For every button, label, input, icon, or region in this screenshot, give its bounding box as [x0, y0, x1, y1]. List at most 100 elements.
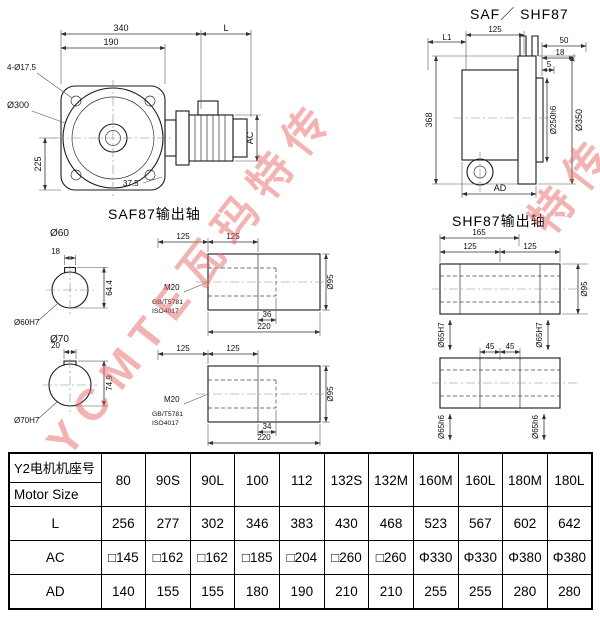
- col-header-132s: 132S: [323, 452, 370, 507]
- col-header-90l: 90L: [189, 452, 236, 507]
- dim-d70-label: Ø70: [50, 334, 69, 345]
- shf-shaft-views: 165 125 125 Ø95 Ø65H7 Ø65H7: [432, 228, 590, 441]
- cell-ac-90l: □162: [189, 540, 236, 575]
- dim-d60-label: Ø60: [50, 228, 69, 239]
- dim-18-label: 18: [556, 48, 565, 57]
- dim-d95-label-shf: Ø95: [580, 281, 589, 297]
- cell-ac-160m: Φ330: [412, 540, 459, 575]
- saf-shaft-sections: Ø60 18 64.4 Ø60H7 Ø70 20: [14, 228, 114, 425]
- dim-45b-label: 45: [506, 342, 515, 351]
- motor-size-table: Y2电机机座号 Motor Size 80 90S 90L 100 112 13…: [8, 452, 593, 610]
- dim-64-4-label: 64.4: [105, 280, 114, 296]
- bore-left-label: Ø65H7: [437, 322, 446, 348]
- shaft-right-label: Ø65h6: [531, 414, 540, 439]
- dim-d95-label-2: Ø95: [326, 386, 335, 402]
- dim-190-label: 190: [103, 37, 118, 47]
- bore-d70h7-label: Ø70H7: [14, 416, 40, 425]
- std-gb-label-2: GB/T5781: [152, 411, 183, 418]
- shf-shaft-title: SHF87输出轴: [452, 213, 546, 229]
- cell-ac-100: □185: [234, 540, 280, 575]
- row-label-ac: AC: [8, 540, 102, 575]
- side-view-dimensions: L1 125 50 18 5 368 Ø250h6 Ø350 AD: [424, 25, 587, 198]
- cell-l-90s: 277: [145, 506, 191, 541]
- cell-ad-90s: 155: [145, 574, 191, 609]
- col-header-160m: 160M: [412, 452, 459, 507]
- dim-34-label: 34: [263, 422, 272, 431]
- front-view-dimensions: 340 L 190 4-Ø17.5 Ø300 225 37.5 AC: [7, 23, 261, 191]
- dim-20-key-label: 20: [51, 341, 60, 350]
- shaft-left-label: Ø65h6: [437, 414, 446, 439]
- dim-37-5-label: 37.5: [123, 179, 139, 188]
- col-header-160l: 160L: [457, 452, 504, 507]
- dim-36-label: 36: [263, 310, 272, 319]
- shaft-view-1: 125 125 M20 GB/T5781 ISO4017 36 220 Ø95: [152, 232, 335, 336]
- cell-l-132s: 430: [323, 506, 370, 541]
- dim-d350-label: Ø350: [574, 109, 584, 131]
- dim-125a-label-2: 125: [176, 344, 190, 353]
- cell-l-112: 383: [279, 506, 325, 541]
- spec-table-section: Y2电机机座号 Motor Size 80 90S 90L 100 112 13…: [8, 452, 593, 610]
- std-gb-label: GB/T5781: [152, 299, 183, 306]
- dim-5-label: 5: [547, 60, 552, 69]
- cell-ac-132m: □260: [368, 540, 414, 575]
- table-row-ac: AC □145 □162 □162 □185 □204 □260 □260 Φ3…: [8, 540, 593, 575]
- cell-ac-160l: Φ330: [457, 540, 504, 575]
- cell-ad-80: 140: [100, 574, 147, 609]
- dim-225-label: 225: [33, 156, 43, 171]
- cell-ad-90l: 155: [189, 574, 236, 609]
- shf-upper-view: 165 125 125 Ø95 Ø65H7 Ø65H7: [432, 228, 590, 351]
- cell-l-100: 346: [234, 506, 280, 541]
- cell-ad-180m: 280: [502, 574, 548, 609]
- cell-ad-112: 190: [279, 574, 325, 609]
- cell-ad-160m: 255: [412, 574, 459, 609]
- col-header-90s: 90S: [145, 452, 191, 507]
- col-header-112: 112: [279, 452, 325, 507]
- dim-l1-label: L1: [443, 33, 452, 42]
- cell-l-90l: 302: [189, 506, 236, 541]
- cell-ad-180l: 280: [546, 574, 593, 609]
- holes-label: 4-Ø17.5: [7, 63, 36, 72]
- thread-m20-label: M20: [164, 283, 180, 292]
- table-row-l: L 256 277 302 346 383 430 468 523 567 60…: [8, 506, 593, 541]
- dim-125a-label: 125: [176, 232, 190, 241]
- cell-ad-132s: 210: [323, 574, 370, 609]
- cell-ac-112: □204: [279, 540, 325, 575]
- front-view-geometry: [55, 80, 248, 196]
- thread-m20-label-2: M20: [164, 395, 180, 404]
- dim-ac-label: AC: [245, 131, 255, 144]
- col-header-132m: 132M: [368, 452, 414, 507]
- row-label-ad: AD: [8, 574, 102, 609]
- cell-l-180l: 642: [546, 506, 593, 541]
- cell-ac-180l: Φ380: [546, 540, 593, 575]
- std-iso-label-2: ISO4017: [152, 420, 179, 427]
- dim-d250-label: Ø250h6: [549, 105, 558, 134]
- cell-ac-90s: □162: [145, 540, 191, 575]
- dim-50-label: 50: [560, 36, 569, 45]
- shaft-view-2: 125 125 M20 GB/T5781 ISO4017 34 220 Ø95: [152, 344, 335, 446]
- side-view-drawing: L1 125 50 18 5 368 Ø250h6 Ø350 AD: [424, 25, 587, 198]
- shf-lower-view: 45 45 Ø65h6 Ø65h6: [432, 342, 578, 441]
- dim-125-label: 125: [488, 25, 502, 34]
- dim-d300-label: Ø300: [7, 100, 29, 110]
- col-header-100: 100: [234, 452, 280, 507]
- dim-45a-label: 45: [486, 342, 495, 351]
- dim-125b-label-shf: 125: [523, 242, 537, 251]
- front-view-drawing: 340 L 190 4-Ø17.5 Ø300 225 37.5 AC: [7, 23, 261, 196]
- bore-right-label: Ø65H7: [535, 322, 544, 348]
- cell-l-160l: 567: [457, 506, 504, 541]
- motor-size-header-en: Motor Size: [14, 487, 79, 502]
- shaft-section-2: Ø70 20 74.9 Ø70H7: [14, 334, 114, 425]
- saf-shaft-side-views: 125 125 M20 GB/T5781 ISO4017 36 220 Ø95: [152, 232, 335, 446]
- dim-125b-label: 125: [226, 232, 240, 241]
- table-row-ad: AD 140 155 155 180 190 210 210 255 255 2…: [8, 574, 593, 609]
- dim-340-label: 340: [113, 23, 128, 33]
- cell-l-160m: 523: [412, 506, 459, 541]
- cell-ad-100: 180: [234, 574, 280, 609]
- cell-l-80: 256: [100, 506, 147, 541]
- motor-size-header-cell: Y2电机机座号 Motor Size: [8, 452, 102, 507]
- bore-d60h7-label: Ø60H7: [14, 318, 40, 327]
- side-view-geometry: [454, 35, 550, 192]
- cell-ac-80: □145: [100, 540, 147, 575]
- std-iso-label: ISO4017: [152, 308, 179, 315]
